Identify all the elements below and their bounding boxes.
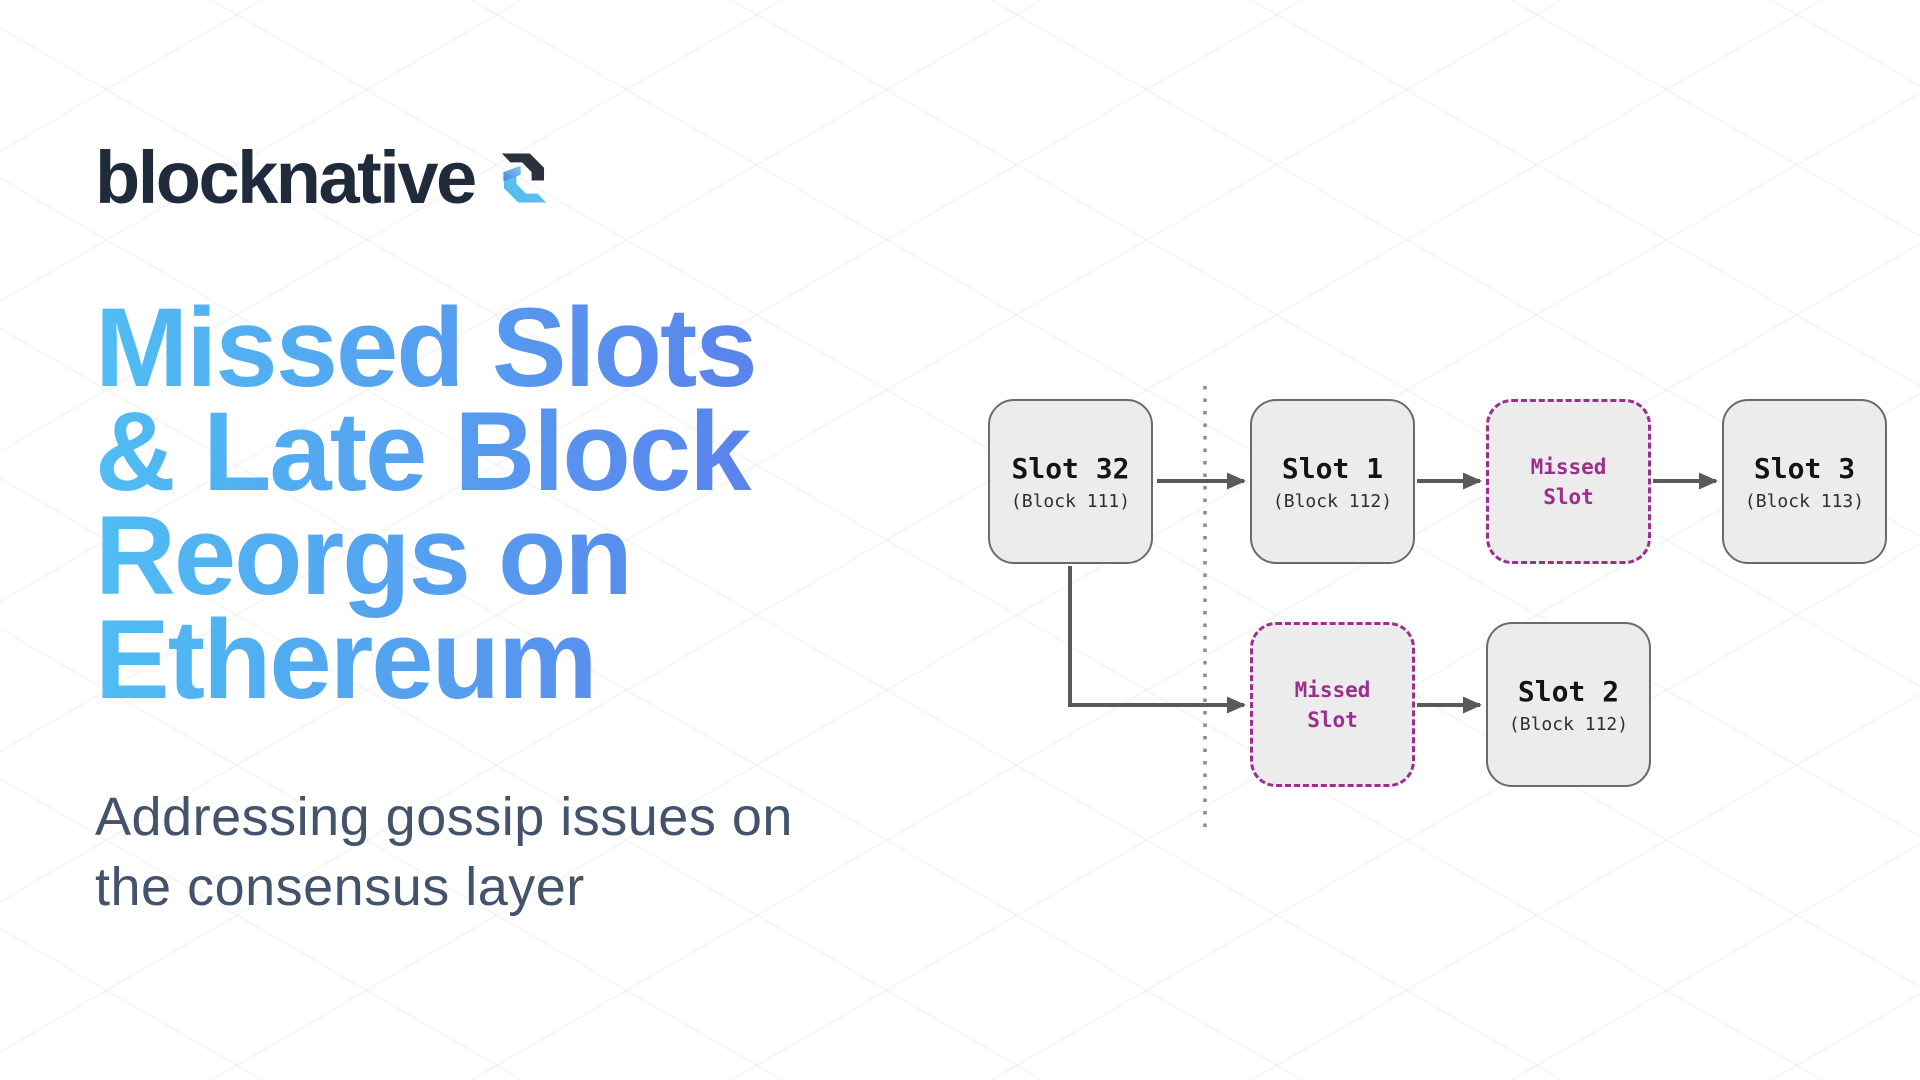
blocknative-logo: blocknative bbox=[95, 140, 557, 216]
node-label: Slot 3 bbox=[1753, 451, 1856, 485]
blocknative-logo-text: blocknative bbox=[95, 136, 477, 219]
node-slot-32: Slot 32 (Block 111) bbox=[988, 399, 1153, 564]
node-label: Slot bbox=[1307, 707, 1358, 732]
blocknative-logo-icon bbox=[501, 153, 546, 203]
node-label: Slot 32 bbox=[1011, 451, 1130, 485]
page-title: Missed Slots & Late Block Reorgs on Ethe… bbox=[95, 296, 815, 712]
node-label: Missed bbox=[1530, 454, 1607, 479]
title-line-4: Ethereum bbox=[95, 597, 596, 722]
subtitle-line-2: the consensus layer bbox=[95, 857, 585, 917]
node-missed-slot-top: Missed Slot bbox=[1486, 399, 1651, 564]
node-label: Missed bbox=[1294, 677, 1371, 702]
node-slot-3: Slot 3 (Block 113) bbox=[1722, 399, 1887, 564]
subtitle-line-1: Addressing gossip issues on bbox=[95, 787, 793, 847]
title-line-1: Missed Slots bbox=[95, 285, 756, 410]
node-label: Slot 1 bbox=[1281, 451, 1384, 485]
node-slot-1: Slot 1 (Block 112) bbox=[1250, 399, 1415, 564]
node-label: Slot bbox=[1543, 484, 1594, 509]
node-label: Slot 2 bbox=[1517, 674, 1620, 708]
node-sublabel: (Block 112) bbox=[1508, 713, 1629, 735]
title-line-3: Reorgs on bbox=[95, 493, 631, 618]
node-missed-slot-bottom: Missed Slot bbox=[1250, 622, 1415, 787]
title-line-2: & Late Block bbox=[95, 389, 750, 514]
node-sublabel: (Block 113) bbox=[1744, 490, 1865, 512]
node-sublabel: (Block 112) bbox=[1272, 490, 1393, 512]
node-slot-2: Slot 2 (Block 112) bbox=[1486, 622, 1651, 787]
page-subtitle: Addressing gossip issues on the consensu… bbox=[95, 782, 793, 922]
node-sublabel: (Block 111) bbox=[1010, 490, 1131, 512]
